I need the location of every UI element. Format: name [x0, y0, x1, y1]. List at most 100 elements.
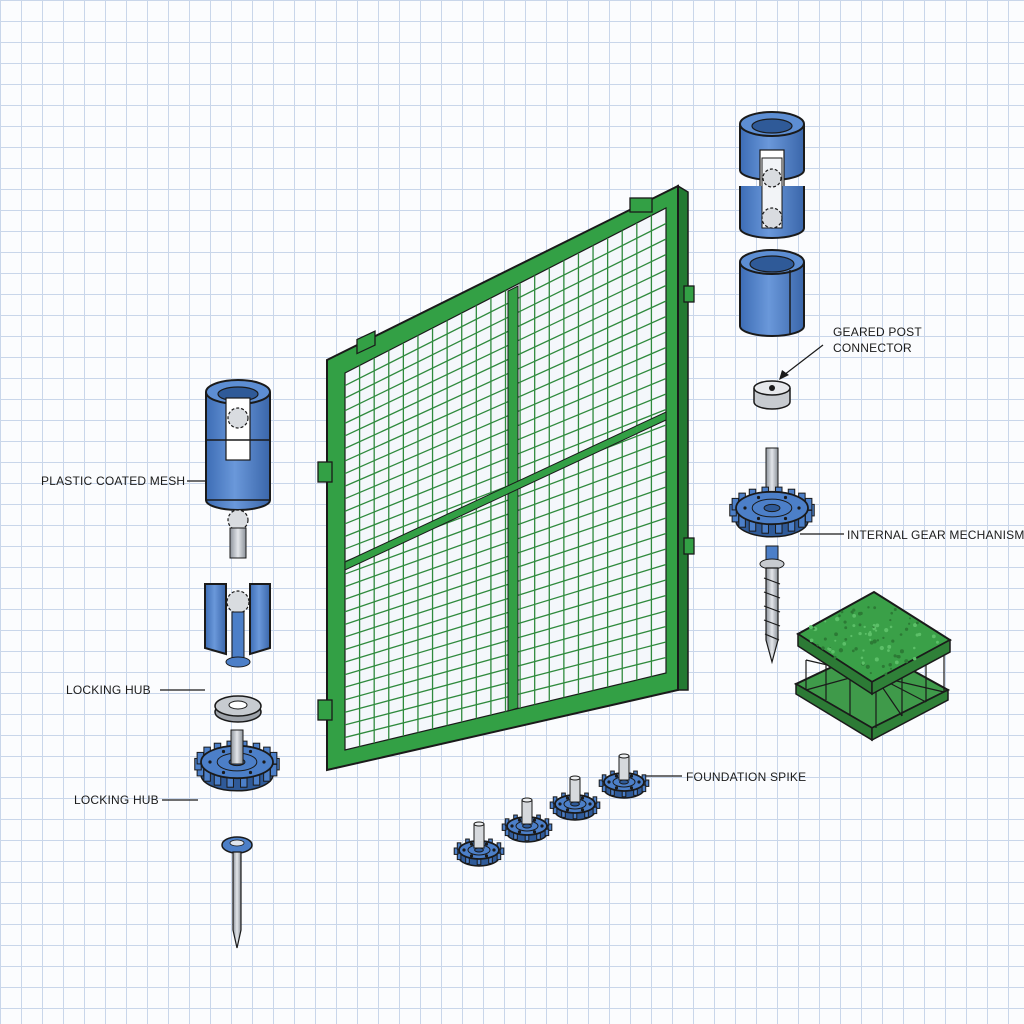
left-post-assembly — [194, 379, 280, 949]
turf-speck — [931, 634, 936, 639]
mesh-wire-horizontal — [344, 377, 667, 512]
gear-tooth — [544, 828, 550, 837]
right-connector-sleeve-open — [739, 249, 805, 337]
turf-speck — [834, 632, 838, 637]
turf-speck — [881, 664, 885, 668]
mesh-wire-horizontal — [344, 625, 667, 713]
gear-tooth — [547, 823, 553, 831]
turf-speck — [869, 641, 874, 645]
leader-geared-post-connector — [783, 344, 824, 376]
turf-speck — [809, 638, 814, 643]
turf-speck — [844, 637, 848, 641]
panel-clip-right-top — [683, 285, 695, 303]
panel-clip-left-low — [317, 699, 333, 721]
label-foundation-spike: FOUNDATION SPIKE — [686, 770, 807, 784]
turf-speck — [840, 610, 844, 614]
gear-tooth — [501, 823, 507, 831]
turf-speck — [812, 627, 815, 630]
gear-tooth — [644, 779, 650, 787]
right-end-cap — [753, 380, 791, 410]
turf-speck — [884, 628, 889, 633]
gear-icon — [227, 407, 249, 429]
turf-speck — [891, 639, 895, 643]
gear-tooth — [552, 806, 558, 815]
turf-speck — [838, 648, 844, 653]
turf-speck — [893, 654, 897, 658]
turf-speck — [843, 620, 847, 624]
turf-speck — [842, 642, 847, 646]
label-locking-hub-2: Locking hub — [74, 793, 159, 807]
left-connector-sleeve-top — [205, 379, 271, 559]
turf-speck — [888, 663, 892, 667]
turf-speck — [867, 606, 870, 609]
wire-mesh — [344, 215, 667, 747]
turf-speck — [833, 655, 837, 659]
label-locking-hub-1: LOCKING HUB — [66, 683, 151, 697]
turf-speck — [835, 616, 840, 622]
turf-speck — [872, 623, 876, 627]
left-connector-sleeve-split — [204, 583, 271, 668]
spike-gear — [501, 813, 553, 843]
mesh-wire-horizontal — [344, 331, 667, 475]
mesh-wire-horizontal — [344, 362, 667, 500]
gear-tooth — [504, 828, 510, 837]
gear-tooth — [453, 847, 459, 855]
turf-speck — [865, 664, 870, 669]
turf-speck — [873, 606, 877, 610]
mesh-wire-horizontal — [344, 284, 667, 437]
right-internal-gear — [729, 486, 815, 538]
label-internal-gear-mechanism: INTERNAL GEAR MECHANISM — [847, 528, 1024, 542]
turf-speck — [821, 646, 825, 650]
mesh-wire-horizontal — [344, 563, 667, 663]
turf-speck — [834, 639, 837, 642]
turf-speck — [823, 637, 827, 641]
left-hub-bolt — [230, 729, 244, 765]
turf-speck — [896, 655, 900, 659]
gear-icon — [761, 207, 783, 229]
turf-speck — [876, 639, 880, 642]
turf-speck — [869, 671, 872, 675]
turf-speck — [858, 631, 862, 636]
turf-speck — [893, 607, 897, 612]
mesh-wire-horizontal — [344, 346, 667, 487]
turf-speck — [808, 625, 813, 630]
gear-tooth — [549, 801, 555, 809]
right-connector-sleeve-top — [739, 111, 805, 239]
mesh-wire-horizontal — [344, 253, 667, 412]
turf-speck — [899, 633, 903, 636]
turf-base-pad — [793, 590, 952, 742]
turf-speck — [857, 611, 862, 616]
gear-tooth — [499, 847, 505, 855]
left-locking-washer — [214, 695, 262, 723]
mesh-panel — [317, 184, 695, 772]
turf-speck — [862, 649, 865, 652]
turf-speck — [867, 632, 872, 637]
turf-speck — [879, 645, 884, 651]
turf-speck — [894, 660, 899, 665]
turf-speck — [861, 661, 865, 665]
left-ground-nail — [221, 836, 253, 949]
arrowhead-icon — [779, 370, 789, 380]
gear-icon — [762, 168, 782, 188]
mesh-wire-horizontal — [344, 579, 667, 676]
mesh-wire-horizontal — [344, 548, 667, 651]
panel-vertical-crossbar — [507, 285, 519, 712]
turf-speck — [915, 621, 919, 625]
turf-speck — [912, 656, 917, 661]
mesh-wire-horizontal — [344, 610, 667, 701]
spike-bolt — [569, 777, 581, 803]
right-post-assembly — [729, 111, 815, 665]
right-foundation-screw — [759, 545, 785, 665]
mesh-wire-horizontal — [344, 470, 667, 588]
gear-icon — [226, 590, 250, 614]
spike-bolt — [521, 799, 533, 825]
foundation-spike-unit — [501, 797, 553, 843]
turf-speck — [850, 634, 853, 638]
panel-clip-right-mid — [683, 537, 695, 555]
turf-speck — [869, 638, 872, 641]
mesh-wire-horizontal — [344, 315, 667, 462]
gear-tooth — [595, 801, 601, 809]
mesh-wire-horizontal — [344, 532, 667, 638]
turf-speck — [884, 672, 888, 676]
turf-speck — [851, 649, 855, 653]
